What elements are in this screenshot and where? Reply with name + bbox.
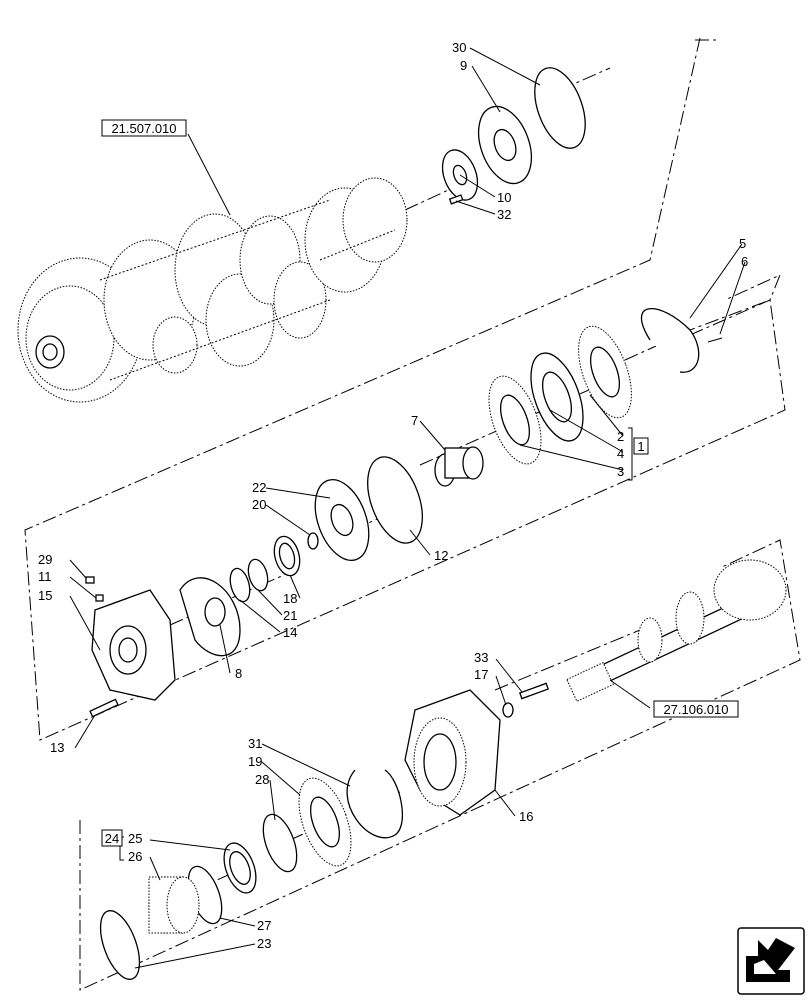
callout-19: 19 [248, 754, 262, 769]
callout-3: 3 [617, 464, 624, 479]
part-28-ring [262, 813, 298, 873]
callout-12: 12 [434, 548, 448, 563]
callouts: 30 9 10 32 5 6 2 4 3 7 22 20 12 18 21 14… [38, 40, 748, 951]
part-7-hub [434, 446, 484, 487]
callout-11: 11 [38, 569, 52, 584]
ref-box-transmission[interactable]: 21.507.010 [101, 119, 187, 137]
part-17-bushing [502, 702, 514, 718]
callout-6: 6 [741, 254, 748, 269]
callout-2: 2 [617, 429, 624, 444]
callout-31: 31 [248, 736, 262, 751]
transmission-gear-assembly [17, 177, 408, 403]
kit-box-1[interactable]: 1 [633, 437, 649, 455]
ref-label-shaft: 27.106.010 [663, 702, 728, 717]
part-31-snap-ring [346, 769, 403, 839]
callout-5: 5 [739, 236, 746, 251]
part-6-pin [707, 337, 723, 343]
part-14-ring [229, 567, 251, 603]
callout-32: 32 [497, 207, 511, 222]
callout-33: 33 [474, 650, 488, 665]
callout-26: 26 [128, 849, 142, 864]
output-shaft [566, 559, 787, 702]
part-8-plate [179, 577, 241, 657]
callout-28: 28 [255, 772, 269, 787]
callout-10: 10 [497, 190, 511, 205]
part-21-ring [247, 558, 269, 592]
part-25-bearing [223, 842, 257, 894]
callout-14: 14 [283, 625, 297, 640]
part-29-plug [85, 576, 95, 584]
callout-7: 7 [411, 413, 418, 428]
callout-13: 13 [50, 740, 64, 755]
callout-16: 16 [519, 809, 533, 824]
callout-15: 15 [38, 588, 52, 603]
part-30-snap-ring [534, 67, 586, 149]
callout-30: 30 [452, 40, 466, 55]
kit-label-24: 24 [105, 831, 119, 846]
part-16-clutch-housing [404, 689, 501, 816]
part-18-bearing [273, 535, 301, 577]
callout-4: 4 [617, 446, 624, 461]
part-9-plate [477, 105, 533, 185]
kit-label-1: 1 [637, 439, 644, 454]
part-26-needle-bearing [148, 876, 200, 934]
callout-21: 21 [283, 608, 297, 623]
ref-label-transmission: 21.507.010 [111, 121, 176, 136]
kit-box-24[interactable]: 24 [101, 829, 123, 847]
callout-20: 20 [252, 497, 266, 512]
part-19-disc [298, 777, 352, 867]
part-11-plug [95, 594, 104, 602]
next-page-arrow-icon[interactable] [737, 927, 805, 995]
callout-9: 9 [460, 58, 467, 73]
callout-18: 18 [283, 591, 297, 606]
part-33-bolt [518, 682, 550, 700]
ref-box-shaft[interactable]: 27.106.010 [653, 700, 739, 718]
leader-lines [69, 47, 746, 969]
callout-29: 29 [38, 552, 52, 567]
callout-22: 22 [252, 480, 266, 495]
callout-23: 23 [257, 936, 271, 951]
callout-8: 8 [235, 666, 242, 681]
callout-17: 17 [474, 667, 488, 682]
callout-25: 25 [128, 831, 142, 846]
part-22-plate [314, 479, 370, 561]
callout-27: 27 [257, 918, 271, 933]
part-3-disc [488, 375, 542, 465]
part-2-friction-disc [578, 325, 632, 419]
part-15-housing [91, 589, 176, 701]
part-12-ring [367, 456, 423, 544]
part-13-bolt [89, 698, 119, 718]
part-20-ring [307, 532, 319, 550]
part-23-ring [99, 910, 141, 980]
part-4-steel-disc [530, 352, 584, 442]
part-5-ring [640, 308, 700, 373]
